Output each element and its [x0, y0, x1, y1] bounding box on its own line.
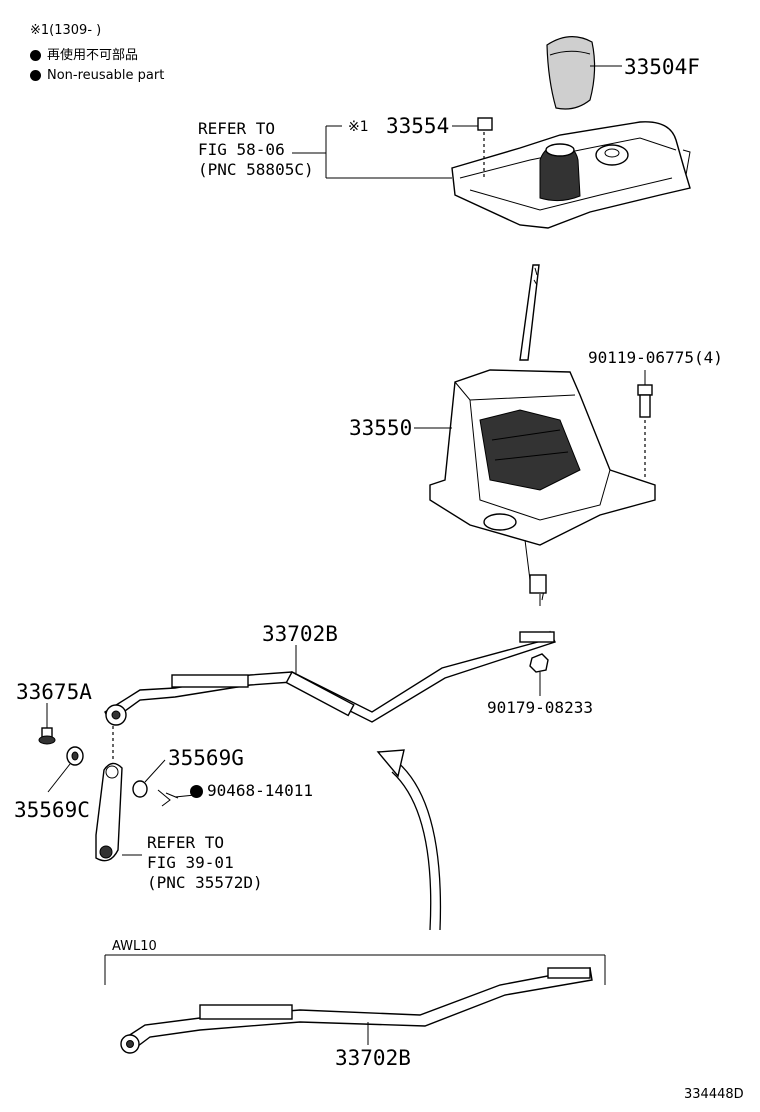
cable-33702b-alt — [120, 967, 593, 1054]
non-reusable-dot-icon — [30, 70, 41, 81]
figure-id: 334448D — [684, 1087, 744, 1102]
bolt-90179 — [529, 653, 549, 696]
non-reusable-dot-icon — [30, 50, 41, 61]
part-label-clip-b: 90468-14011 — [207, 781, 313, 800]
non-reusable-dot-icon — [190, 784, 203, 798]
console-panel — [451, 121, 691, 229]
part-label-clip-b-row: 90468-14011 — [190, 783, 313, 799]
part-label-pin: 33675A — [16, 680, 92, 704]
variant-box — [104, 954, 606, 985]
bushing-35569c — [47, 746, 84, 793]
part-label-bushing-a: 35569G — [168, 746, 244, 770]
part-label-cable: 33702B — [262, 622, 338, 646]
shift-lever-assembly — [414, 369, 656, 606]
legend-non-reusable-en-row: Non-reusable part — [30, 69, 164, 82]
part-label-bolt-a: 90119-06775(4) — [588, 348, 723, 367]
part-label-shift-lever: 33550 — [349, 416, 413, 440]
pin-33675a — [38, 703, 56, 745]
bushing-35569g — [132, 759, 166, 798]
legend-non-reusable-en: Non-reusable part — [47, 68, 165, 83]
part-label-clip: 33554 — [386, 114, 450, 138]
legend-note-range: ※1(1309- ) — [30, 23, 102, 38]
refer-lower-line1: REFER TO — [147, 833, 225, 852]
part-label-cable-alt: 33702B — [335, 1046, 411, 1070]
refer-upper-line1: REFER TO — [198, 119, 276, 138]
clip-33554 — [452, 117, 493, 180]
part-clip-mark: ※1 — [348, 119, 369, 135]
refer-upper-line2: FIG 58-06 — [198, 140, 285, 159]
shift-knob — [546, 36, 622, 110]
lever-arm — [95, 762, 142, 862]
legend-non-reusable-jp-row: 再使用不可部品 — [30, 49, 138, 62]
refer-bracket-upper — [292, 125, 452, 179]
bolt-90119 — [637, 370, 653, 478]
refer-lower-line2: FIG 39-01 — [147, 853, 234, 872]
part-label-bolt-b: 90179-08233 — [487, 698, 593, 717]
legend-non-reusable-jp: 再使用不可部品 — [47, 48, 139, 63]
refer-lower-line3: (PNC 35572D) — [147, 873, 263, 892]
curved-arrow — [376, 749, 442, 931]
cable-33702b — [104, 630, 556, 726]
refer-upper-line3: (PNC 58805C) — [198, 160, 314, 179]
part-label-knob: 33504F — [624, 55, 700, 79]
shift-lever-rod — [519, 264, 540, 361]
variant-box-label: AWL10 — [112, 939, 157, 954]
part-label-bushing-b: 35569C — [14, 798, 90, 822]
